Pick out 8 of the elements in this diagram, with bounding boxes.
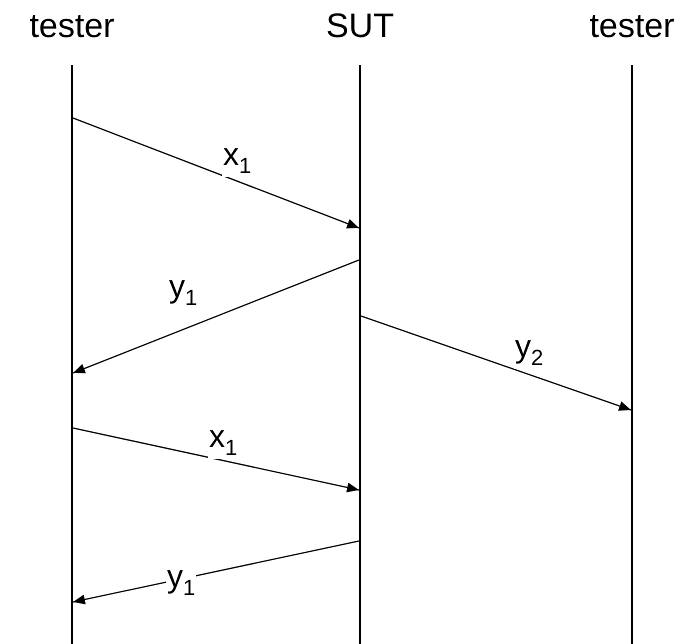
message-arrow — [72, 259, 360, 374]
message-arrow — [72, 117, 360, 229]
lifeline-header: tester — [28, 7, 116, 46]
message-arrow — [360, 315, 632, 411]
message-arrow — [72, 427, 360, 492]
lifeline-header: tester — [588, 7, 676, 46]
lifeline-header: SUT — [325, 7, 395, 46]
message-arrow — [72, 540, 360, 604]
